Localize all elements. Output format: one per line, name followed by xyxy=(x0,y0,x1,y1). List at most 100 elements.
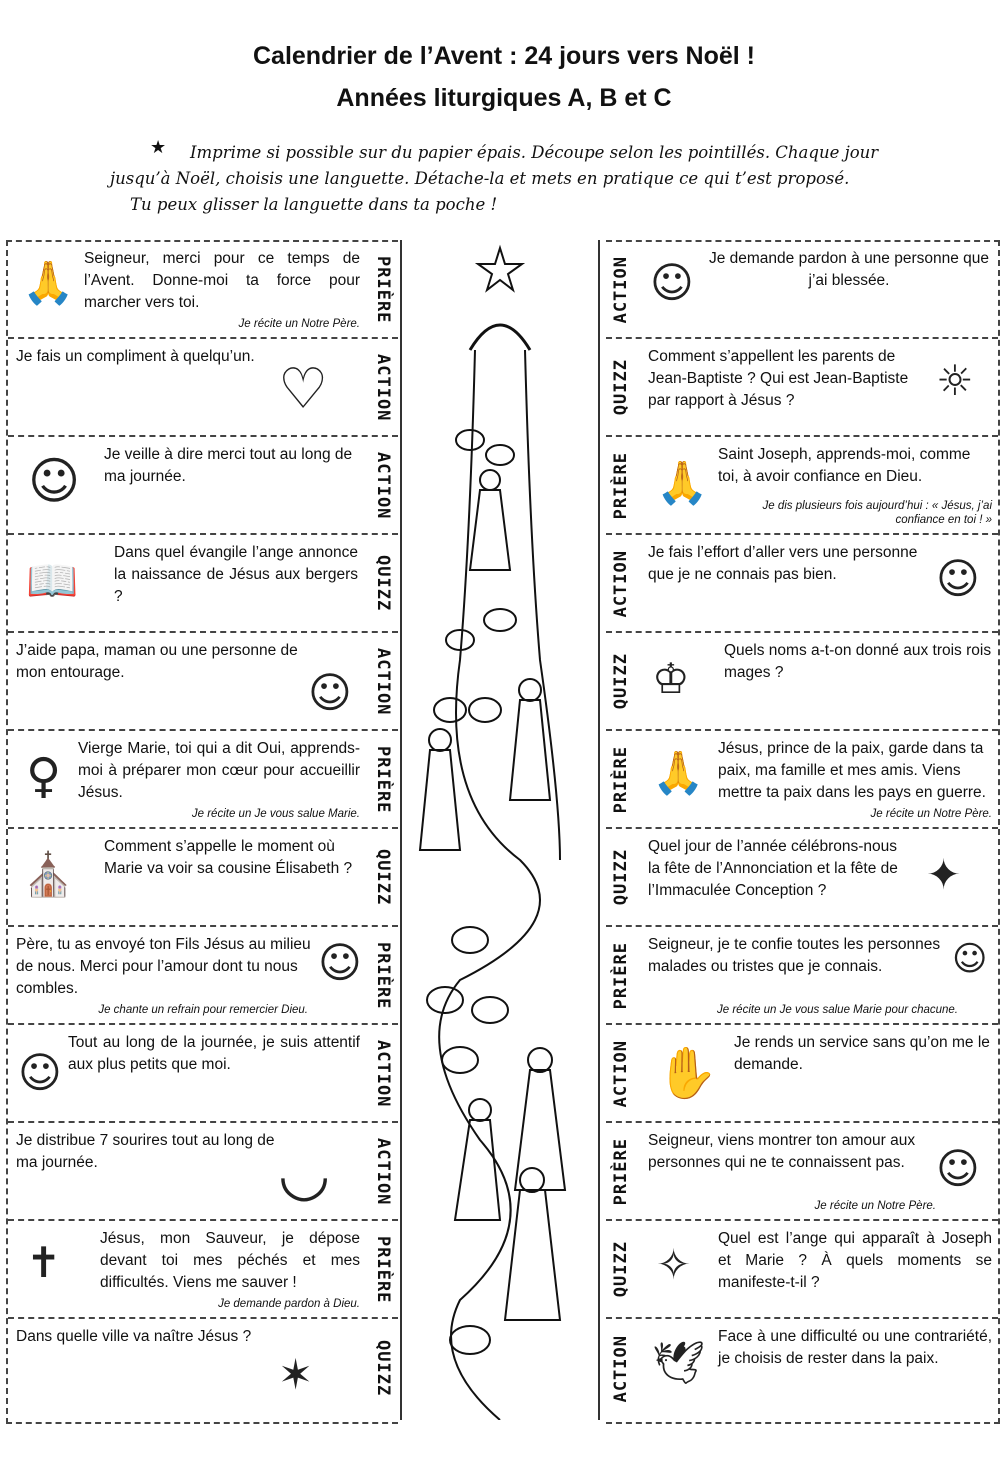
tab-text: Dans quelle ville va naître Jésus ? xyxy=(16,1328,252,1345)
tab-subtext: Je récite un Je vous salue Marie. xyxy=(191,808,360,820)
tab-card[interactable]: ACTION ✋ Je rends un service sans qu’on … xyxy=(606,1026,998,1123)
tab-text: Jésus, prince de la paix, garde dans ta … xyxy=(718,740,986,801)
tab-subtext: Je demande pardon à Dieu. xyxy=(218,1298,360,1310)
praying-hands-icon: 🙏 xyxy=(652,748,705,797)
praying-hands-icon: 🙏 xyxy=(656,458,709,507)
center-strip-right-border xyxy=(598,240,600,1420)
tab-card[interactable]: PRIÈRE Seigneur, je te confie toutes les… xyxy=(606,928,998,1025)
tab-card[interactable]: QUIZZ ✧ Quel est l’ange qui apparaît à J… xyxy=(606,1222,998,1319)
adult-child-icon: ☺ xyxy=(18,1048,62,1097)
helping-child-icon: ☺ xyxy=(308,668,352,717)
stable-arch xyxy=(468,323,532,351)
tab-card[interactable]: PRIÈRE 🙏 Jésus, prince de la paix, garde… xyxy=(606,732,998,829)
tab-text: Quels noms a-t-on donné aux trois rois m… xyxy=(724,642,992,681)
tab-card[interactable]: PRIÈRE 🙏 Saint Joseph, apprends-moi, com… xyxy=(606,438,998,535)
tab-card[interactable]: ♀ Vierge Marie, toi qui a dit Oui, appre… xyxy=(8,732,398,829)
sheep-group xyxy=(426,429,517,1355)
tab-category: QUIZZ xyxy=(373,555,393,612)
tab-category: ACTION xyxy=(611,1334,631,1403)
virgin-mary-icon: ♀ xyxy=(26,748,62,804)
hand-face-icon: ✋ xyxy=(656,1044,719,1102)
tab-subtext: Je dis plusieurs fois aujourd’hui : « Jé… xyxy=(762,500,992,526)
tab-card[interactable]: ACTION 🕊 Face à une difficulté ou une co… xyxy=(606,1320,998,1417)
tab-card[interactable]: ACTION Je fais l’effort d’aller vers une… xyxy=(606,536,998,633)
tab-category: QUIZZ xyxy=(373,849,393,906)
tab-card[interactable]: PRIÈRE Seigneur, viens montrer ton amour… xyxy=(606,1124,998,1221)
tab-category: ACTION xyxy=(611,549,631,618)
page-title: Calendrier de l’Avent : 24 jours vers No… xyxy=(252,42,755,70)
tab-card[interactable]: QUIZZ Comment s’appellent les parents de… xyxy=(606,340,998,437)
tab-card[interactable]: 🙏 Seigneur, merci pour ce temps de l’Ave… xyxy=(8,242,398,339)
tab-card[interactable]: QUIZZ Quel jour de l’année célébrons-nou… xyxy=(606,830,998,927)
tab-category: PRIÈRE xyxy=(373,941,393,1010)
tab-text: Père, tu as envoyé ton Fils Jésus au mil… xyxy=(16,936,311,997)
tab-card[interactable]: 📖 Dans quel évangile l’ange annonce la n… xyxy=(8,536,398,633)
instructions-line-1: Imprime si possible sur du papier épais.… xyxy=(190,143,879,162)
tab-category: ACTION xyxy=(611,255,631,324)
tab-text: Je demande pardon à une personne que j’a… xyxy=(708,250,990,289)
tab-card[interactable]: Je fais un compliment à quelqu’un. ♡ ACT… xyxy=(8,340,398,437)
kneeling-child-icon: ☺ xyxy=(936,1144,980,1193)
tab-text: Quel est l’ange qui apparaît à Joseph et… xyxy=(718,1230,992,1291)
tab-text: Saint Joseph, apprends-moi, comme toi, à… xyxy=(718,446,971,485)
tab-card[interactable]: Dans quelle ville va naître Jésus ? ✶ QU… xyxy=(8,1320,398,1417)
annunciation-icon: ✦ xyxy=(926,850,962,899)
tab-card[interactable]: ✝ Jésus, mon Sauveur, je dépose devant t… xyxy=(8,1222,398,1319)
tab-card[interactable]: Père, tu as envoyé ton Fils Jésus au mil… xyxy=(8,928,398,1025)
tab-card[interactable]: ACTION ☺ Je demande pardon à une personn… xyxy=(606,242,998,339)
tab-card[interactable]: ⛪ Comment s’appelle le moment où Marie v… xyxy=(8,830,398,927)
tab-text: Vierge Marie, toi qui a dit Oui, apprend… xyxy=(78,740,360,801)
winding-path xyxy=(438,349,541,1420)
family-scene-icon: ☼ xyxy=(936,356,974,405)
tab-subtext: Je récite un Je vous salue Marie pour ch… xyxy=(717,1004,958,1016)
tab-text: Tout au long de la journée, je suis atte… xyxy=(68,1034,360,1073)
tab-text: Face à une difficulté ou une contrariété… xyxy=(718,1328,992,1367)
tab-category: QUIZZ xyxy=(611,359,631,416)
instructions: Imprime si possible sur du papier épais.… xyxy=(110,140,910,218)
tab-category: PRIÈRE xyxy=(611,1137,631,1206)
center-strip-left-border xyxy=(400,240,402,1420)
shepherds-path-illustration xyxy=(418,244,567,1420)
tab-category: QUIZZ xyxy=(611,1241,631,1298)
shepherd-figures xyxy=(418,469,567,1321)
two-people-icon: ☺ xyxy=(650,258,694,307)
tab-card[interactable]: QUIZZ ♔ Quels noms a-t-on donné aux troi… xyxy=(606,634,998,731)
christmas-star-icon xyxy=(474,244,526,293)
tab-card[interactable]: ☺ Je veille à dire merci tout au long de… xyxy=(8,438,398,535)
tab-category: PRIÈRE xyxy=(611,745,631,814)
visitation-icon: ⛪ xyxy=(22,850,75,899)
page-subtitle: Années liturgiques A, B et C xyxy=(336,84,672,112)
tab-text: Je fais l’effort d’aller vers une person… xyxy=(648,544,918,583)
tab-text: Seigneur, merci pour ce temps de l’Avent… xyxy=(84,250,360,311)
tab-text: Je veille à dire merci tout au long de m… xyxy=(104,446,353,485)
tab-category: QUIZZ xyxy=(611,653,631,710)
praying-hands-icon: 🙏 xyxy=(22,258,75,307)
praying-child-icon: ☺ xyxy=(952,939,988,979)
tab-category: PRIÈRE xyxy=(373,255,393,324)
tab-category: PRIÈRE xyxy=(373,745,393,814)
tab-text: J’aide papa, maman ou une personne de mo… xyxy=(16,642,298,681)
two-children-icon: ☺ xyxy=(936,554,980,603)
path-edge xyxy=(524,349,561,861)
tab-card[interactable]: Je distribue 7 sourires tout au long de … xyxy=(8,1124,398,1221)
bible-candles-icon: 📖 xyxy=(26,556,79,605)
tab-text: Je distribue 7 sourires tout au long de … xyxy=(16,1132,275,1171)
tab-text: Seigneur, je te confie toutes les person… xyxy=(648,936,941,975)
tab-category: QUIZZ xyxy=(611,849,631,906)
angel-icon: ✧ xyxy=(656,1240,692,1289)
tab-category: QUIZZ xyxy=(373,1340,393,1397)
tab-card[interactable]: ☺ Tout au long de la journée, je suis at… xyxy=(8,1026,398,1123)
tab-text: Quel jour de l’année célébrons-nous la f… xyxy=(648,838,898,899)
tab-text: Je rends un service sans qu’on me le dem… xyxy=(734,1034,990,1073)
tab-category: ACTION xyxy=(373,353,393,422)
instructions-line-3: Tu peux glisser la languette dans ta poc… xyxy=(130,195,498,214)
tab-card[interactable]: J’aide papa, maman ou une personne de mo… xyxy=(8,634,398,731)
tab-category: ACTION xyxy=(373,647,393,716)
child-merci-icon: ☺ xyxy=(28,452,81,510)
tab-category: ACTION xyxy=(373,451,393,520)
magi-icon: ♔ xyxy=(652,654,690,703)
left-tabs-column: 🙏 Seigneur, merci pour ce temps de l’Ave… xyxy=(6,240,398,1424)
star-icon: ★ xyxy=(150,137,167,158)
dove-icon: 🕊 xyxy=(652,1338,706,1387)
tab-subtext: Je récite un Notre Père. xyxy=(238,318,360,330)
